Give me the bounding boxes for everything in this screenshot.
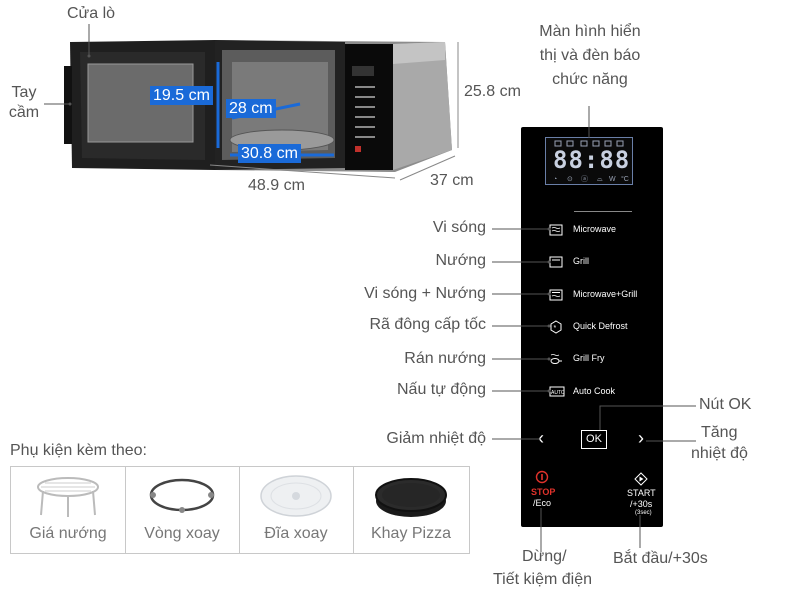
defrost-icon: * <box>550 320 562 334</box>
display-label: Màn hình hiển thị và đèn báo chức năng <box>539 23 641 88</box>
svg-text:◔: ◔ <box>553 176 557 183</box>
start-vi-label: Bắt đầu/+30s <box>613 550 708 567</box>
grill-fry-vi-label: Rán nướng <box>404 350 486 367</box>
defrost-vi-label: Rã đông cấp tốc <box>369 316 486 333</box>
roller-ring-icon <box>149 478 215 513</box>
decrease-temp-vi-label: Giảm nhiệt độ <box>386 430 486 447</box>
svg-text:ⓐ: ⓐ <box>581 175 588 183</box>
oven-handle <box>64 66 72 144</box>
increase-temp-vi-label-1: Tăng <box>701 424 738 441</box>
svg-text:°C: °C <box>621 175 629 183</box>
ok-button[interactable]: OK <box>581 430 607 449</box>
accessories-box: Giá nướng Vòng xoay Đĩa xoay Khay Pizza <box>10 466 470 554</box>
accessory-name: Đĩa xoay <box>264 525 328 542</box>
dim-width-inner: 30.8 cm <box>238 144 301 163</box>
eco-label: /Eco <box>533 498 552 508</box>
grill-fry-icon <box>550 354 562 364</box>
dim-depth-inner: 28 cm <box>226 99 276 118</box>
quick-defrost-button[interactable]: Quick Defrost <box>573 321 628 331</box>
microwave-grill-button[interactable]: Microwave+Grill <box>573 289 638 299</box>
pizza-tray-icon <box>375 478 447 517</box>
display-screen: ◔ ⊙ ⓐ ⌓ W °C <box>545 137 633 185</box>
dim-height-outer: 25.8 cm <box>464 83 521 100</box>
svg-text:AUTO: AUTO <box>551 390 565 396</box>
decrease-temp-button[interactable]: ‹ <box>538 428 544 448</box>
accessory-name: Vòng xoay <box>144 525 220 542</box>
dim-depth-outer: 37 cm <box>430 172 474 189</box>
microwave-button[interactable]: Microwave <box>573 224 617 234</box>
dim-width-outer: 48.9 cm <box>248 177 305 194</box>
microwave-grill-vi-label: Vi sóng + Nướng <box>364 285 486 302</box>
svg-text:*: * <box>554 325 557 332</box>
turntable-icon <box>260 475 332 517</box>
stop-vi-label-1: Dừng/ <box>522 548 567 565</box>
svg-text:⌓: ⌓ <box>597 176 603 183</box>
control-panel <box>521 127 663 527</box>
auto-cook-button[interactable]: Auto Cook <box>573 386 616 396</box>
plus30-label: /+30s <box>630 499 653 509</box>
start-icon <box>634 472 648 486</box>
sec-label: (3sec) <box>635 510 652 516</box>
increase-temp-button[interactable]: › <box>638 428 644 448</box>
accessory-grill-rack: Giá nướng <box>11 467 126 553</box>
stop-icon <box>535 470 549 484</box>
accessory-turntable: Đĩa xoay <box>239 467 354 553</box>
grill-button[interactable]: Grill <box>573 256 589 266</box>
display-digits: 88:88 <box>553 146 631 174</box>
dim-height-inner: 19.5 cm <box>150 86 213 105</box>
accessory-roller-ring: Vòng xoay <box>125 467 240 553</box>
grill-vi-label: Nướng <box>435 252 486 269</box>
accessories-title: Phụ kiện kèm theo: <box>10 442 147 459</box>
accessory-name: Khay Pizza <box>370 525 452 542</box>
handle-label: Tay cầm <box>8 84 40 121</box>
microwave-vi-label: Vi sóng <box>432 219 486 236</box>
svg-text:⊙: ⊙ <box>567 176 573 183</box>
door-label: Cửa lò <box>67 5 116 22</box>
stop-vi-label-2: Tiết kiệm điện <box>493 571 592 588</box>
increase-temp-vi-label-2: nhiệt độ <box>691 445 748 462</box>
grill-rack-icon <box>37 477 99 517</box>
grill-fry-button[interactable]: Grill Fry <box>573 353 605 363</box>
microwave-photo <box>64 40 459 181</box>
accessory-name: Giá nướng <box>29 525 107 542</box>
start-button[interactable]: START <box>627 488 656 498</box>
auto-cook-vi-label: Nấu tự động <box>397 381 486 398</box>
ok-vi-label: Nút OK <box>699 396 752 413</box>
panel-divider <box>574 211 632 212</box>
accessory-pizza-tray: Khay Pizza <box>353 467 469 553</box>
stop-button[interactable]: STOP <box>531 487 556 497</box>
svg-text:W: W <box>609 176 616 183</box>
